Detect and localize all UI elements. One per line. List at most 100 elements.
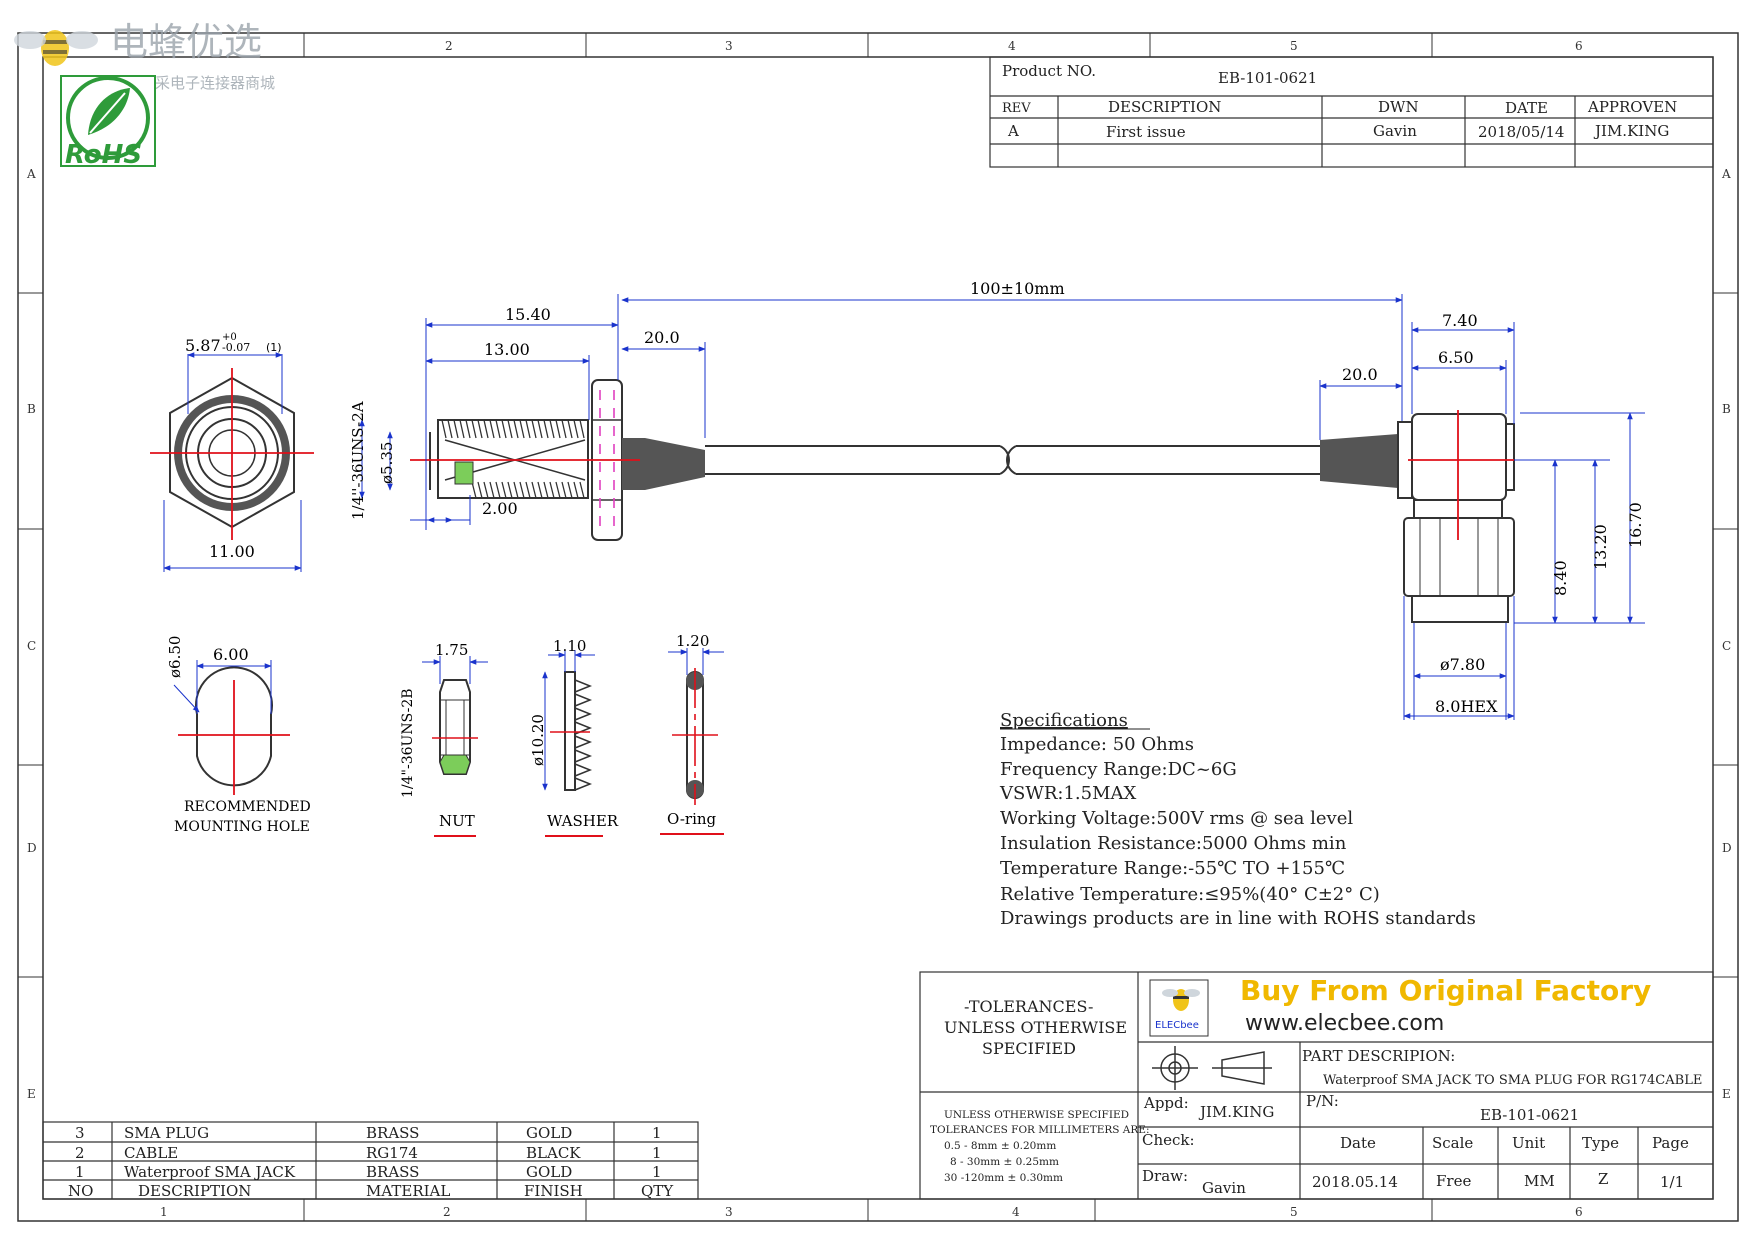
thread-line [555,481,561,499]
thread-line [519,481,525,499]
o-ring-view [660,648,724,835]
dim-plug-1320: 13.20 [1591,524,1610,570]
bom-qty: 1 [652,1124,662,1142]
thread-line [495,419,501,439]
bom-qty: 1 [652,1163,662,1181]
dim-hex-dia: 5.87 [185,336,221,355]
thread-line [531,419,537,439]
thread-line [567,481,573,499]
thread-line [441,419,447,439]
col-label-top: 5 [1290,39,1298,53]
thread-line [447,419,453,439]
row-label: E [27,1087,36,1101]
spec-line: Impedance: 50 Ohms [1000,734,1194,755]
bom-qty: 1 [652,1144,662,1162]
tb-col-header: Unit [1512,1134,1545,1152]
row-label: D [1722,841,1732,855]
col-label-top: 2 [445,39,453,53]
dim-oring-w: 1.20 [676,632,709,650]
product-label: Product NO. [1002,62,1096,80]
washer-tooth [574,679,593,693]
nut-label: NUT [439,812,475,830]
tol-small: UNLESS OTHERWISE SPECIFIED [944,1109,1129,1121]
frame-labels: 2 3 4 5 6 1 2 3 4 5 6 A B C D E A B C D … [26,39,1732,1219]
thread-line [537,419,543,439]
rev-cell: A [1007,122,1019,140]
dim-heat-right: 20.0 [1342,365,1378,384]
thread-line [459,419,465,439]
row-label: E [1722,1087,1731,1101]
thread-line [507,419,513,439]
rev-cell: Gavin [1373,122,1417,140]
pn-label: P/N: [1306,1092,1339,1110]
tol-small: 0.5 - 8mm ± 0.20mm [944,1140,1056,1152]
specifications: Specifications Impedance: 50 Ohms Freque… [999,710,1476,929]
rohs-logo: RoHS [60,75,156,170]
row-label: A [1721,167,1731,181]
part-desc: Waterproof SMA JACK TO SMA PLUG FOR RG17… [1323,1073,1702,1088]
spec-line: VSWR:1.5MAX [999,783,1137,804]
tol-line: UNLESS OTHERWISE [944,1018,1127,1037]
thread-line [579,481,585,499]
hole-label: MOUNTING HOLE [174,819,310,835]
tb-col-value: MM [1524,1172,1555,1190]
bom-header: MATERIAL [366,1182,450,1200]
spec-line: Drawings products are in line with ROHS … [1000,908,1476,929]
spec-line: Temperature Range:-55℃ TO +155℃ [1000,858,1345,879]
thread-line [543,481,549,499]
oring-label: O-ring [667,810,717,828]
dim-plug-dia: ø7.80 [1440,655,1485,674]
thread-line [537,481,543,499]
col-label-bottom: 1 [160,1205,168,1219]
dim-13-00: 13.00 [484,340,530,359]
draw-value: Gavin [1202,1179,1246,1197]
bom-table [42,1121,699,1200]
washer-tooth [574,749,593,763]
thread-line [465,419,471,439]
rev-header: DESCRIPTION [1108,98,1221,116]
dim-hex-tol-down: -0.07 [222,341,250,354]
washer-tooth [574,693,593,707]
bom-header: QTY [641,1182,674,1200]
thread-line [471,419,477,439]
washer-tooth [574,707,593,721]
dim-washer-w: 1.10 [553,637,586,655]
thread-line [507,481,513,499]
thread-line [477,419,483,439]
thread-line [549,419,555,439]
bee-logo-icon [14,30,98,66]
thread-line [561,419,567,439]
elecbee-logo-icon: ELECbee [1149,979,1209,1037]
thread-line [489,481,495,499]
dim-plug-840: 8.40 [1551,560,1570,596]
thread-line [453,419,459,439]
thread-line [519,419,525,439]
thread-line [483,481,489,499]
nut-view [422,656,488,837]
tb-col-value: 1/1 [1660,1173,1684,1191]
thread-line [579,419,585,439]
tb-col-value: 2018.05.14 [1312,1173,1398,1191]
washer-tooth [574,763,593,777]
thread-line [531,481,537,499]
bom-finish: BLACK [526,1144,581,1162]
spec-title: Specifications [1000,710,1128,731]
sheet-frame [17,32,1739,1222]
dim-plug-740: 7.40 [1442,311,1478,330]
bom-no: 2 [75,1144,85,1162]
jack-side-view [359,294,1410,541]
row-label: B [1722,402,1731,416]
dim-hole-dia: ø6.50 [166,636,184,678]
rev-header: DWN [1378,98,1419,116]
spec-line: Frequency Range:DC~6G [1000,759,1237,780]
thread-line [501,419,507,439]
thread-line [477,481,483,499]
rev-cell: JIM.KING [1593,122,1669,140]
washer-tooth [574,777,593,791]
thread-line [501,481,507,499]
dim-plug-1670: 16.70 [1626,502,1645,548]
dim-hex-note: (1) [266,341,282,354]
dim-hex-width: 11.00 [209,542,255,561]
dim-heat-left: 20.0 [644,328,680,347]
rev-cell: First issue [1106,123,1186,141]
